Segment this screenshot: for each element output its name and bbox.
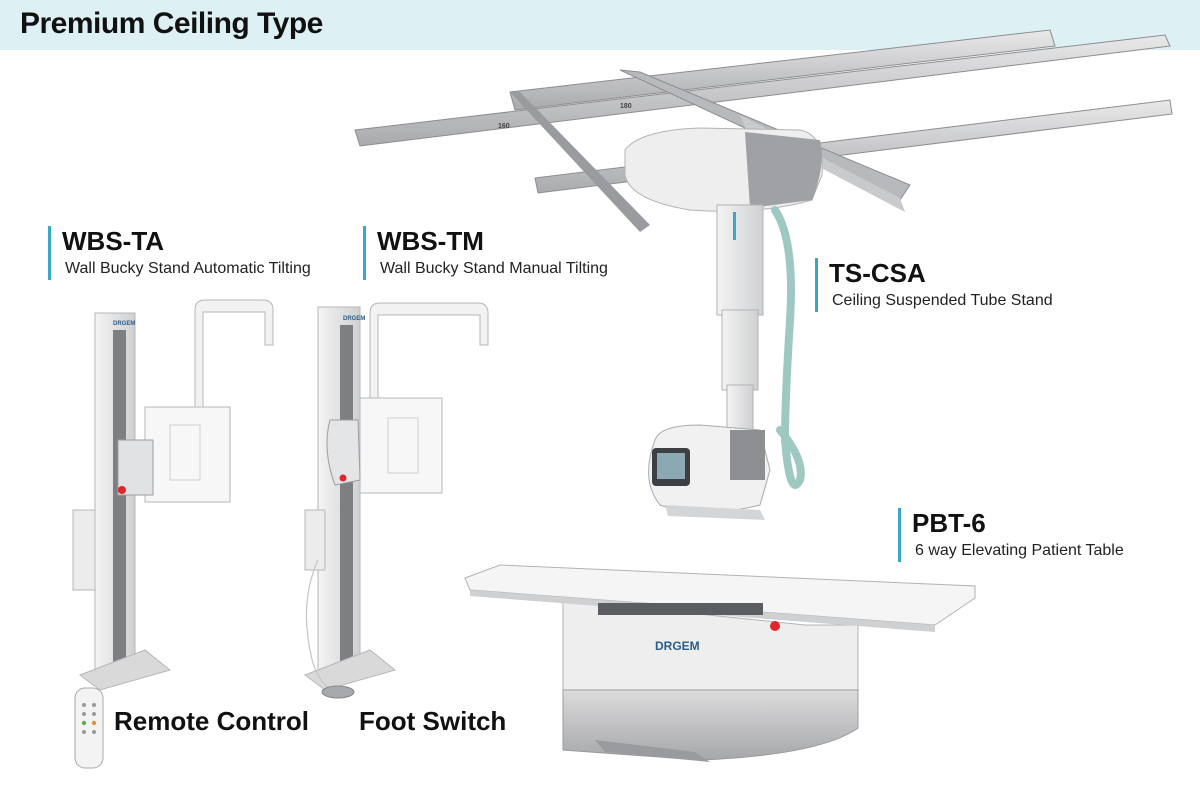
- accent-bar: [48, 226, 51, 280]
- product-name: WBS-TA: [62, 226, 165, 256]
- accent-bar: [815, 258, 818, 312]
- tube-stand-illustration: [624, 127, 823, 520]
- product-description: Wall Bucky Stand Manual Tilting: [380, 260, 608, 277]
- product-name: TS-CSA: [829, 258, 926, 288]
- header-banner: Premium Ceiling Type: [0, 0, 1200, 50]
- product-name: WBS-TM: [377, 226, 484, 256]
- page-title: Premium Ceiling Type: [20, 7, 323, 40]
- wbs-tm-illustration: DRGEM: [303, 302, 489, 699]
- accent-bar: [363, 226, 366, 280]
- product-description: Ceiling Suspended Tube Stand: [832, 292, 1053, 309]
- product-name: PBT-6: [912, 508, 986, 538]
- rail-marking-b: 180: [620, 103, 632, 110]
- wbs-ta-illustration: DRGEM: [72, 299, 274, 691]
- product-description: Wall Bucky Stand Automatic Tilting: [65, 260, 311, 277]
- remote-control-label: Remote Control: [114, 706, 309, 736]
- patient-table-illustration: DRGEM: [464, 564, 976, 762]
- wbs-tm-logo: DRGEM: [343, 316, 365, 322]
- foot-switch-label: Foot Switch: [359, 706, 507, 736]
- product-description: 6 way Elevating Patient Table: [915, 542, 1124, 559]
- rail-marking-a: 160: [498, 123, 510, 130]
- remote-control-illustration: [74, 687, 104, 769]
- accent-bar: [898, 508, 901, 562]
- table-logo: DRGEM: [655, 639, 700, 653]
- wbs-ta-logo: DRGEM: [113, 321, 135, 327]
